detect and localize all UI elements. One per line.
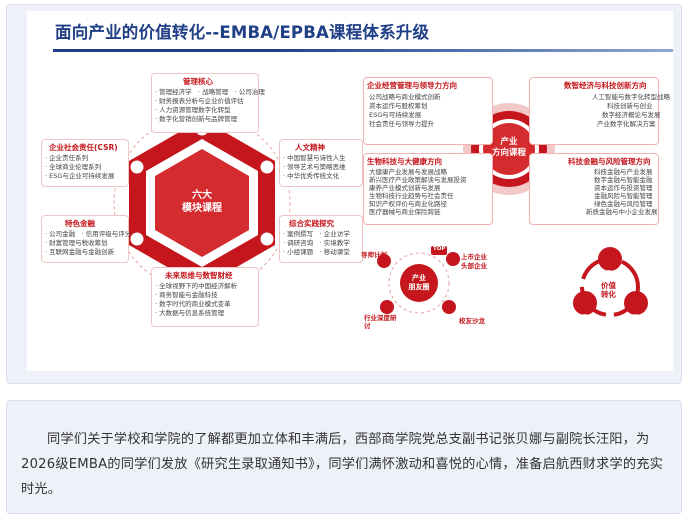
- module-item: · 人力资源管理数字化转型: [155, 106, 231, 114]
- direction-biotech-health: [363, 153, 493, 225]
- module-item: · 案例撰写 · 企业访学: [283, 230, 350, 238]
- direction-center-label: 产业 方向课程: [483, 137, 535, 159]
- friend-node-industry-seminar: 行业深度研讨: [364, 314, 397, 330]
- direction-item: 康养产业模式创新与发展: [369, 184, 441, 192]
- module-title: 人文精神: [295, 143, 325, 152]
- direction-title: 科技金融与风险管理方向: [568, 157, 651, 166]
- module-item: · 小组课题 · 移动课堂: [283, 248, 350, 256]
- direction-item: 生物科技行业趋势与社会责任: [369, 192, 454, 200]
- friend-node-alumni-salon: 校友沙龙: [459, 317, 485, 325]
- title-underline: [53, 49, 673, 52]
- module-item: · 公司金融 · 信用评级与评分: [45, 230, 132, 238]
- hexagon-center-line-1: 六大: [192, 190, 212, 201]
- direction-item: 资本运作与投资管理: [594, 184, 653, 192]
- module-item: · 商务智能与金融科技: [155, 291, 218, 299]
- module-item: · 数字化营销创新与品牌管理: [155, 115, 238, 123]
- friend-node-mentor: 导师计划: [361, 251, 387, 259]
- infographic-title: 面向产业的价值转化--EMBA/EPBA课程体系升级: [55, 23, 430, 42]
- module-item: · 互联网金融与金融创新: [45, 248, 115, 256]
- module-item: · 中国智慧与诗性人生: [283, 154, 346, 162]
- infographic-image: 面向产业的价值转化--EMBA/EPBA课程体系升级: [27, 11, 673, 371]
- direction-item: 数字金融与智能金融: [594, 176, 653, 184]
- module-title: 未来思维与数智财经: [165, 271, 233, 280]
- direction-item: 社会责任与领导力提升: [369, 120, 434, 128]
- direction-item: 科技金融与产业发展: [594, 168, 653, 176]
- friend-node-leading: 头部企业: [461, 262, 487, 270]
- value-cycle-center: 价值 转化: [601, 281, 616, 299]
- infographic-card: 面向产业的价值转化--EMBA/EPBA课程体系升级: [6, 4, 682, 384]
- module-csr: [41, 139, 129, 187]
- module-title: 企业社会责任(CSR): [49, 143, 118, 152]
- direction-item: ESG与可持续发展: [369, 111, 422, 119]
- direction-item: 医疗器械与商业保险跨链: [369, 208, 441, 216]
- value-cycle-center-line-1: 价值: [601, 281, 616, 290]
- module-item: · 中华优秀传统文化: [283, 172, 340, 180]
- direction-item: 绿色金融与风险管理: [594, 200, 653, 208]
- caption-paragraph: 同学们关于学校和学院的了解都更加立体和丰满后，西部商学院党总支副书记张贝娜与副院…: [21, 432, 663, 497]
- module-title: 综合实践探究: [289, 219, 334, 228]
- module-item: · ESG与企业可持续发展: [45, 172, 115, 180]
- value-node-feedback: 企业反哺: [595, 271, 618, 277]
- module-item: · 全球视野下的中国经济解析: [155, 282, 238, 290]
- caption-card: 同学们关于学校和学院的了解都更加立体和丰满后，西部商学院党总支副书记张贝娜与副院…: [6, 400, 682, 514]
- direction-title: 企业经营管理与领导力方向: [367, 81, 457, 90]
- direction-item: 知识产权评价与商业化路径: [369, 200, 447, 208]
- direction-center-line-2: 方向课程: [491, 148, 526, 158]
- module-management-core: [151, 73, 259, 133]
- direction-item: 新质金融与中小企业发展: [586, 208, 658, 216]
- direction-title: 生物科技与大健康方向: [367, 157, 442, 166]
- direction-item: 科技创新与创业: [607, 102, 653, 110]
- top-badge: TOP: [433, 246, 446, 252]
- value-node-capital: 产业资本: [571, 315, 594, 321]
- direction-digital-economy: [529, 77, 659, 145]
- module-practice: [279, 215, 363, 263]
- direction-item: 资本运作与股权筹划: [369, 102, 428, 110]
- friend-circle-center: 产业 朋友圈: [403, 274, 435, 292]
- module-finance: [41, 215, 129, 263]
- direction-item: 新兴医疗产业政策解读与发展投资: [369, 176, 467, 184]
- hexagon-center-line-2: 模块课程: [182, 203, 222, 214]
- value-node-platform: 商学平台: [622, 315, 645, 321]
- module-item: · 管理经济学 · 战略管理 · 公司治理: [155, 88, 265, 96]
- module-title: 特色金融: [65, 219, 95, 228]
- friend-circle-center-line-2: 朋友圈: [408, 283, 430, 291]
- module-item: · 财务报表分析与企业价值评估: [155, 97, 244, 105]
- direction-item: 公司战略与商业模式创新: [369, 93, 441, 101]
- direction-business-leadership: [363, 77, 493, 145]
- direction-title: 数智经济与科技创新方向: [564, 81, 647, 90]
- direction-item: 产业数字化解决方案: [597, 120, 656, 128]
- module-item: · 大数据与信息系统管理: [155, 309, 225, 317]
- direction-center-line-1: 产业: [500, 137, 518, 147]
- direction-tech-finance: [529, 153, 659, 225]
- direction-item: 大健康产业发展与发展战略: [369, 168, 447, 176]
- module-item: · 调研咨询 · 实境教学: [283, 239, 350, 247]
- module-title: 管理核心: [183, 77, 213, 86]
- value-cycle-center-line-2: 转化: [601, 290, 616, 299]
- direction-item: 数字经济概论与发展: [602, 111, 661, 119]
- hexagon-center-label: 六大 模块课程: [172, 189, 232, 215]
- module-item: · 企业责任系列: [45, 154, 89, 162]
- friend-circle-center-line-1: 产业: [412, 274, 426, 282]
- direction-item: 金融风险与智能管理: [594, 192, 653, 200]
- module-item: · 全球商业伦理系列: [45, 163, 102, 171]
- direction-item: 人工智能与数字化转型战略: [592, 93, 670, 101]
- module-item: · 领导艺术与策略思维: [283, 163, 346, 171]
- module-humanities: [279, 139, 363, 187]
- module-item: · 财富管理与税收筹划: [45, 239, 108, 247]
- module-future-thinking: [151, 267, 259, 327]
- module-item: · 数字时代的商业模式变革: [155, 300, 231, 308]
- friend-node-listed: 上市企业: [461, 253, 487, 261]
